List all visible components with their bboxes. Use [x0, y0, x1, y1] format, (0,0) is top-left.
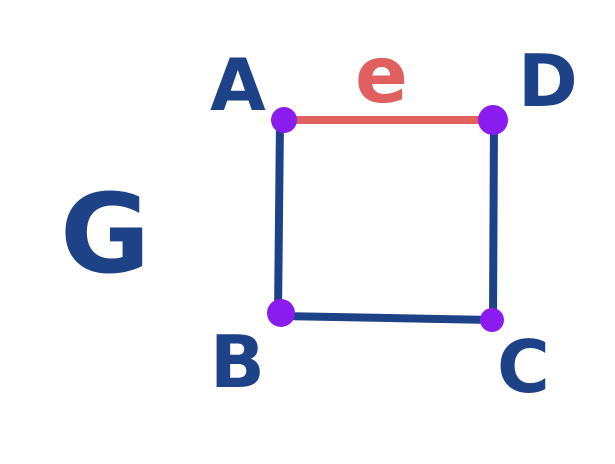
vertex-B	[267, 299, 295, 327]
vertex-label-B: B	[210, 320, 265, 404]
vertex-label-A: A	[210, 43, 266, 127]
vertex-label-D: D	[518, 39, 578, 123]
vertex-label-C: C	[497, 325, 550, 409]
vertex-C	[480, 308, 504, 332]
graph-name-label: G	[60, 170, 150, 298]
edge-A-B	[274, 116, 284, 318]
edge-label-e: e	[355, 31, 408, 121]
edge-B-C	[276, 312, 496, 324]
vertex-A	[271, 107, 297, 133]
edge-D-C	[489, 116, 498, 322]
vertex-D	[478, 105, 508, 135]
